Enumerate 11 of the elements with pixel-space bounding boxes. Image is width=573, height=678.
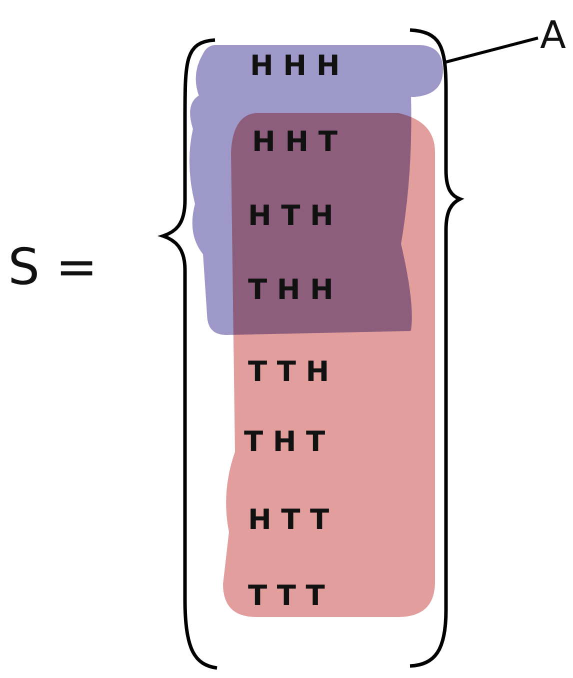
leader-line bbox=[446, 36, 538, 64]
set-name: A bbox=[540, 16, 566, 54]
outcome-text: T H H bbox=[248, 276, 334, 304]
outcome-text: H T H bbox=[248, 202, 334, 230]
outcome-text: T T H bbox=[248, 358, 330, 386]
outcome-text: T H T bbox=[244, 428, 326, 456]
outcome-text: T T T bbox=[248, 582, 325, 610]
outcome-text: H H H bbox=[250, 52, 340, 80]
set-label: S = bbox=[8, 242, 98, 292]
outcome-text: H T T bbox=[248, 506, 330, 534]
outcome-text: H H T bbox=[252, 128, 338, 156]
